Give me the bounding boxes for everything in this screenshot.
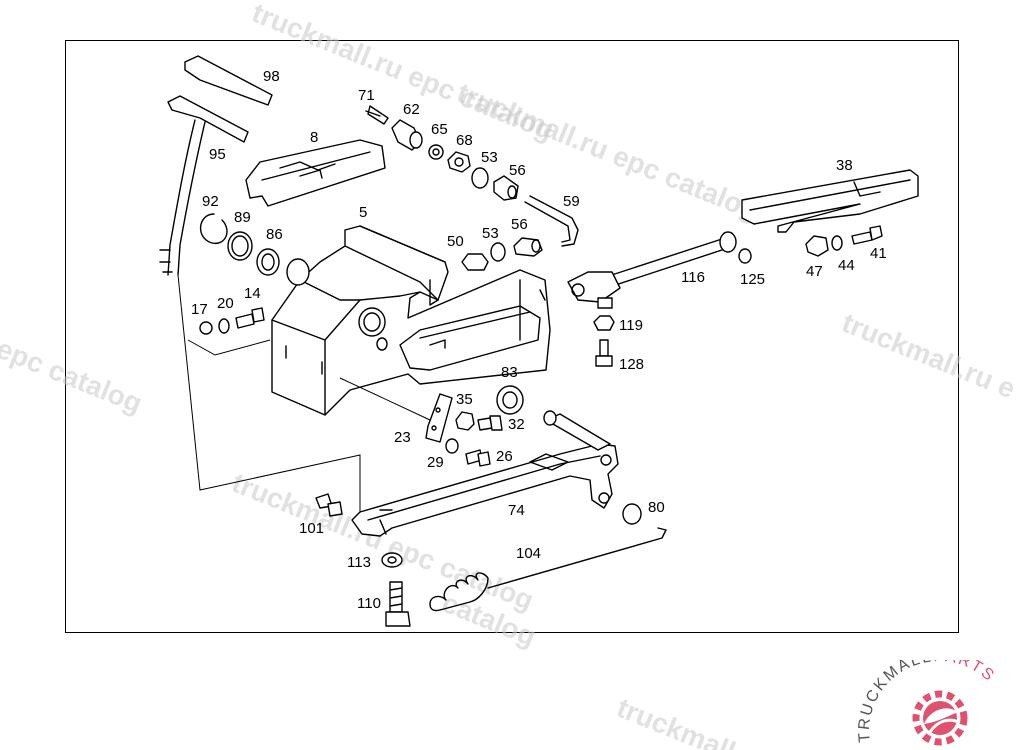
label-113: 113 xyxy=(347,554,371,571)
circlip-92 xyxy=(199,213,228,244)
label-119: 119 xyxy=(619,317,643,334)
washer-89 xyxy=(227,231,253,261)
label-5: 5 xyxy=(359,204,367,221)
label-53: 53 xyxy=(481,149,498,166)
label-62: 62 xyxy=(403,101,420,118)
leader-line xyxy=(339,377,431,421)
label-71: 71 xyxy=(358,87,375,104)
label-101: 101 xyxy=(299,520,324,537)
bushing-86 xyxy=(256,248,280,276)
part-50 xyxy=(461,253,489,271)
pedal-arm-95 xyxy=(159,95,249,276)
label-125: 125 xyxy=(740,271,765,288)
label-68: 68 xyxy=(456,132,473,149)
label-56b: 56 xyxy=(511,216,528,233)
pedal-pad-98 xyxy=(184,55,273,106)
label-44: 44 xyxy=(838,257,855,274)
washer-29 xyxy=(445,438,459,454)
nut-47 xyxy=(805,235,829,257)
label-23: 23 xyxy=(394,429,411,446)
label-74: 74 xyxy=(508,502,525,519)
label-group: 98 95 71 62 65 68 53 56 8 59 92 89 86 5 … xyxy=(191,68,887,612)
watermark-text: truckmall.ru xyxy=(613,692,773,750)
bolt-14 xyxy=(235,307,265,329)
watermark-text: truckmall.ru epc catalog xyxy=(453,77,763,226)
watermark-text: l epc catalog xyxy=(0,327,147,419)
part-65 xyxy=(428,144,444,160)
bushing-80 xyxy=(622,503,642,525)
label-20: 20 xyxy=(217,295,234,312)
label-128: 128 xyxy=(619,356,644,373)
nut-119 xyxy=(593,315,615,331)
gear-icon xyxy=(912,690,968,746)
label-8: 8 xyxy=(310,129,318,146)
watermark-text: truckmall.ru e xyxy=(838,307,1020,405)
bolt-32 xyxy=(477,415,503,431)
label-83: 83 xyxy=(501,364,518,381)
truckmallparts-logo: TRUCKMALLPARTS xyxy=(858,660,998,746)
label-104: 104 xyxy=(516,545,541,562)
label-56: 56 xyxy=(509,162,526,179)
bolt-26 xyxy=(465,449,491,467)
label-35: 35 xyxy=(456,391,473,408)
spring-104 xyxy=(429,527,667,612)
part-53 xyxy=(471,167,489,189)
part-62 xyxy=(391,119,423,151)
label-116: 116 xyxy=(681,269,705,286)
pipe-59 xyxy=(524,195,579,247)
nut-113 xyxy=(381,552,403,568)
label-65: 65 xyxy=(431,121,448,138)
bolt-101 xyxy=(315,493,343,517)
part-56 xyxy=(493,175,519,201)
label-59: 59 xyxy=(563,193,580,210)
bolt-128 xyxy=(595,339,613,367)
label-110: 110 xyxy=(357,595,381,612)
label-32: 32 xyxy=(508,416,525,433)
label-98: 98 xyxy=(263,68,280,85)
label-80: 80 xyxy=(648,499,665,516)
logo-text: TRUCKMALLPARTS xyxy=(858,660,998,743)
label-29: 29 xyxy=(427,454,444,471)
rod-116 xyxy=(567,231,737,303)
label-41: 41 xyxy=(870,245,887,262)
bracket-8 xyxy=(245,139,386,207)
bushing-83 xyxy=(496,385,524,415)
bracket-38 xyxy=(741,169,919,233)
bolt-110 xyxy=(385,581,411,627)
label-95: 95 xyxy=(209,146,226,163)
label-26: 26 xyxy=(496,448,513,465)
part-68 xyxy=(447,151,471,173)
part-56b xyxy=(513,237,543,257)
stud xyxy=(597,297,613,309)
label-50: 50 xyxy=(447,233,464,250)
washer-20 xyxy=(218,318,230,334)
plate-23 xyxy=(425,393,453,443)
washer-44 xyxy=(831,235,843,251)
bushing-125 xyxy=(738,248,752,264)
diagram-frame xyxy=(65,40,959,633)
label-53b: 53 xyxy=(482,225,499,242)
housing-5 xyxy=(271,225,551,416)
bolt-41 xyxy=(851,225,883,245)
label-17: 17 xyxy=(191,301,208,318)
label-38: 38 xyxy=(836,157,853,174)
nut-17 xyxy=(199,321,213,335)
label-89: 89 xyxy=(234,209,251,226)
part-71 xyxy=(365,105,389,125)
leader-line xyxy=(187,339,271,356)
label-92: 92 xyxy=(202,193,219,210)
nut-35 xyxy=(455,411,475,431)
lever-74 xyxy=(351,410,619,537)
label-14: 14 xyxy=(244,285,261,302)
part-53b xyxy=(490,242,506,262)
label-47: 47 xyxy=(806,263,823,280)
label-86: 86 xyxy=(266,226,283,243)
